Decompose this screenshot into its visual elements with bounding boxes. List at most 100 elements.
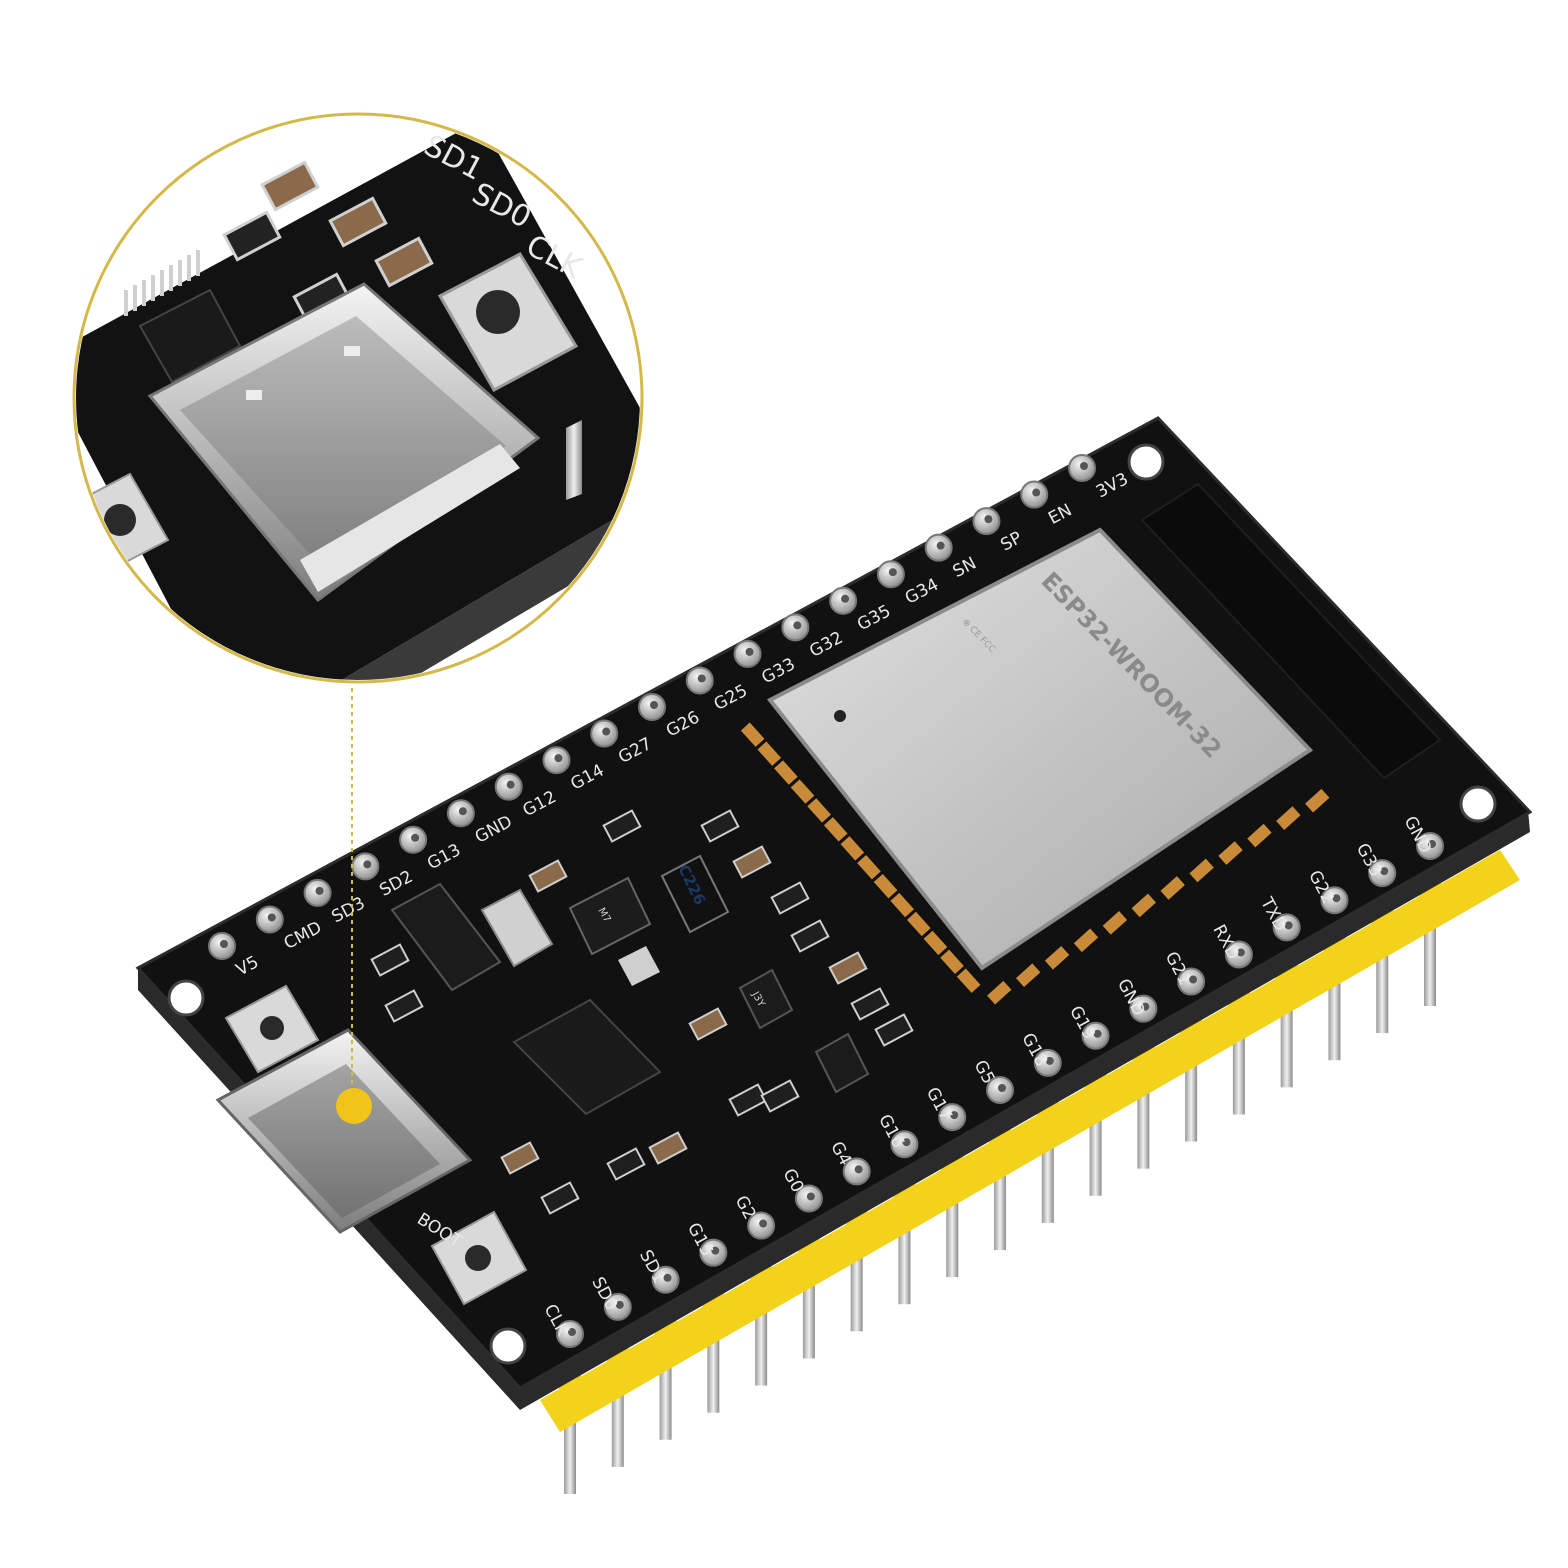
smd-component — [602, 809, 642, 843]
module-pad — [1218, 841, 1243, 865]
module-dot — [834, 710, 846, 722]
zoom-ic — [138, 288, 242, 384]
zoom-chip-pin — [187, 255, 191, 281]
bottom-header-pin-tip — [902, 1138, 911, 1147]
smd-component — [728, 1083, 768, 1117]
bottom-header-pin-tip — [1236, 948, 1245, 957]
smd-component — [828, 951, 868, 985]
module-pad — [1247, 823, 1272, 848]
transistor — [738, 968, 794, 1030]
module-pad — [940, 949, 964, 975]
bottom-header-pin-tip — [711, 1246, 720, 1255]
module-pad — [873, 873, 898, 899]
top-header-pin-tip — [888, 568, 897, 577]
bottom-header-pin-tip — [854, 1165, 863, 1174]
zoom-chip-pins — [124, 250, 200, 316]
mounting-hole — [1459, 785, 1497, 823]
smd-component — [790, 919, 830, 953]
bottom-header-pin-tip — [1045, 1056, 1054, 1065]
zoom-smd-component — [328, 196, 388, 248]
esp32-module-shield — [766, 527, 1314, 971]
antenna-area — [1140, 482, 1442, 780]
zoom-chip-pin — [142, 280, 146, 306]
diode-pad — [618, 946, 660, 986]
bottom-header-pin-tip — [1332, 894, 1341, 903]
mounting-hole — [1127, 443, 1165, 481]
zoom-smd-component — [222, 210, 282, 262]
bottom-header-pin-tip — [663, 1273, 672, 1282]
smd-component — [700, 809, 740, 843]
module-pad — [1276, 806, 1301, 830]
bottom-header-pin-tip — [568, 1328, 576, 1336]
zoom-chip-pin — [151, 275, 155, 301]
c226-chip — [660, 854, 730, 934]
smd-component — [500, 1141, 540, 1175]
zoom-chip-pin — [169, 265, 173, 291]
zoom-smd-component — [260, 160, 320, 212]
zoom-usb-c-port — [147, 282, 541, 603]
module-pad — [1073, 928, 1099, 953]
top-header-pin-tip — [554, 754, 563, 763]
module-pad — [1131, 893, 1156, 918]
zoom-pin-leg — [566, 420, 582, 500]
top-header-pin-tip — [697, 674, 706, 683]
smd-component — [606, 1147, 646, 1181]
usb-c-port — [215, 1028, 473, 1234]
top-header-pin-tip — [220, 940, 228, 948]
top-header-pin-tip — [841, 594, 850, 603]
zoom-inset: SD1 SD0 CLK — [72, 112, 644, 684]
esp32-dev-board: ESP32-WROOM-32 ⊕ CE FCC V5CMDSD3SD2G13GN… — [135, 416, 1533, 1494]
en-button[interactable] — [224, 984, 320, 1074]
smd-component — [528, 859, 568, 893]
zoom-ring — [72, 112, 644, 684]
bottom-header-pin-tip — [1428, 840, 1436, 848]
smd-component — [384, 989, 424, 1023]
module-pad — [840, 836, 865, 861]
bottom-header-pin-tip — [1380, 867, 1389, 876]
module-pad — [857, 855, 881, 880]
top-header-pin-tip — [984, 515, 993, 524]
zoom-smd-component — [374, 236, 434, 288]
module-pad — [1305, 788, 1330, 813]
top-header-pin-tip — [506, 780, 515, 789]
top-header-pin-tip — [363, 860, 372, 869]
bottom-header-pin-tip — [998, 1084, 1006, 1092]
mounting-hole — [489, 1327, 527, 1365]
module-pad — [823, 817, 848, 842]
bottom-header-pin-tip — [1189, 975, 1198, 984]
zoom-smd-passives — [222, 160, 434, 324]
usb-uart-chip — [512, 998, 662, 1116]
top-header-pin-tip — [315, 886, 324, 895]
bottom-header-pin-tip — [615, 1300, 624, 1309]
top-header-pin-tip — [1080, 462, 1088, 470]
voltage-regulator — [390, 882, 502, 992]
top-header-pins — [208, 454, 1096, 960]
top-header-pin-tip — [650, 701, 658, 709]
mounting-hole — [167, 979, 205, 1017]
bottom-header-pin-tip — [806, 1192, 815, 1201]
top-header-pin-tip — [411, 833, 420, 842]
top-header-pin-tip — [936, 541, 945, 550]
bottom-header-pin-tip — [1093, 1029, 1102, 1038]
top-header-pin-tip — [1032, 488, 1041, 497]
regulator-tab — [480, 888, 554, 968]
callout — [336, 680, 372, 1124]
smd-passives — [370, 809, 914, 1215]
top-header-pin-tip — [793, 621, 802, 630]
boot-button[interactable] — [430, 1210, 528, 1306]
zoom-pcb-edge — [240, 480, 640, 680]
top-header-pin-tip — [602, 727, 611, 736]
smd-component — [648, 1131, 688, 1165]
module-pad — [907, 911, 931, 937]
smd-component — [770, 881, 810, 915]
module-pad — [1160, 876, 1185, 900]
top-header-pin-tip — [267, 913, 276, 922]
zoom-chip-pin — [196, 250, 200, 276]
module-pad — [790, 779, 815, 804]
module-pad — [1015, 963, 1041, 988]
smd-component — [540, 1181, 580, 1215]
top-header-pin-tip — [745, 647, 754, 656]
bottom-header-pin-tip — [1284, 921, 1293, 930]
module-pad — [987, 980, 1012, 1005]
